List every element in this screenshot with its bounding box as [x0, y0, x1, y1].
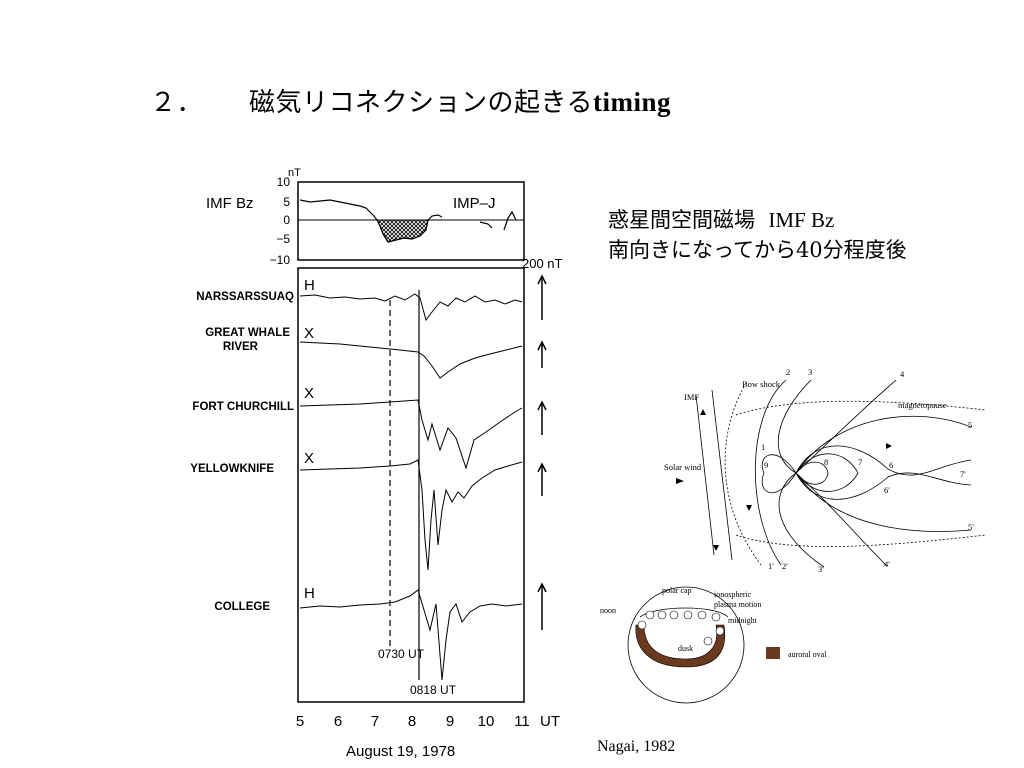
line-number: 6' [884, 485, 890, 495]
imf-note-en: IMF Bz [768, 208, 835, 232]
title-japanese: 磁気リコネクションの起きる [249, 88, 593, 118]
line-number: 1 [761, 442, 765, 452]
bow-shock-label: Bow shock [742, 379, 781, 389]
convection-cells [637, 610, 725, 646]
title-number: ２． [150, 88, 204, 118]
solar-wind-label: Solar wind [664, 462, 702, 472]
component-label: H [304, 277, 315, 294]
x-tick: 7 [371, 713, 379, 730]
field-lines [695, 379, 987, 568]
imf-unit-label: nT [288, 167, 301, 179]
magnetogram-figure: nT 10 5 0 −5 −10 IMF Bz IMP–J 200 nT NAR… [190, 167, 563, 760]
midnight-label: midnight [728, 616, 758, 625]
line-number: 5' [968, 522, 974, 532]
spacecraft-label: IMP–J [453, 195, 496, 212]
station-trace-narssarssuaq [299, 293, 523, 322]
line-number: 6 [889, 460, 893, 470]
x-tick: 8 [408, 713, 416, 730]
imf-tick: 5 [283, 195, 290, 209]
component-label: X [304, 385, 314, 402]
line-number: 4' [884, 559, 890, 569]
station-trace-yellowknife [299, 459, 523, 571]
x-tick: 6 [334, 713, 342, 730]
imf-note: 惑星間空間磁場 IMF Bz 南向きになってから40分程度後 [608, 205, 907, 265]
imf-label: IMF [684, 392, 699, 402]
x-tick: 10 [478, 713, 495, 730]
station-name: GREAT WHALE [205, 327, 290, 339]
scale-arrows [537, 274, 547, 630]
imf-note-jp: 惑星間空間磁場 [608, 208, 755, 232]
component-labels: H X X X H [304, 277, 315, 602]
station-name: NARSSARSSUAQ [196, 291, 294, 303]
station-trace-college [299, 589, 523, 681]
imf-y-ticks: 10 5 0 −5 −10 [270, 175, 291, 267]
marker-0730-label: 0730 UT [378, 647, 425, 661]
polar-cap-label: polar cap [662, 586, 692, 595]
line-number: 4 [900, 369, 905, 379]
ionosphere-labels: polar cap ionospheric plasma motion noon… [600, 586, 827, 659]
magnetopause-label: magnetopause [898, 400, 947, 410]
imf-tick: −10 [270, 253, 291, 267]
station-name: RIVER [223, 341, 259, 353]
station-name: YELLOWKNIFE [190, 463, 274, 475]
line-number: 9 [764, 460, 768, 470]
line-number: 3 [808, 367, 812, 377]
flow-arrows [676, 409, 892, 551]
line-number: 2' [782, 561, 788, 571]
imf-note-line-1: 惑星間空間磁場 IMF Bz [608, 205, 907, 235]
imf-tick: 10 [277, 175, 291, 189]
x-tick: 9 [446, 713, 454, 730]
imf-bz-trace-late [479, 210, 517, 231]
magnetosphere-diagram: IMF Bow shock magnetopause Solar wind 2 … [600, 367, 987, 704]
marker-0818-label: 0818 UT [410, 683, 457, 697]
station-labels: NARSSARSSUAQ GREAT WHALE RIVER FORT CHUR… [190, 291, 294, 613]
component-label: X [304, 325, 314, 342]
imf-bz-trace [299, 199, 443, 243]
station-name: FORT CHURCHILL [192, 401, 294, 413]
station-name: COLLEGE [214, 601, 270, 613]
imf-note-line-2: 南向きになってから40分程度後 [608, 238, 907, 262]
title-english: timing [593, 87, 672, 117]
slide-title: ２． 磁気リコネクションの起きるtiming [150, 82, 671, 119]
imf-bz-label: IMF Bz [206, 195, 254, 212]
line-number: 7' [960, 469, 966, 479]
imf-panel-frame [297, 181, 525, 261]
noon-label: noon [600, 606, 616, 615]
line-number: 1' [768, 561, 774, 571]
magnetosphere-labels: IMF Bow shock magnetopause Solar wind 2 … [664, 367, 974, 574]
station-trace-great-whale-river [299, 341, 523, 379]
citation: Nagai, 1982 [597, 738, 676, 755]
x-axis-ticks: 5 6 7 8 9 10 11 [296, 713, 530, 730]
date-label: August 19, 1978 [346, 743, 455, 760]
station-trace-fort-churchill [299, 399, 523, 470]
x-axis-unit: UT [540, 713, 560, 730]
imf-tick: 0 [283, 213, 290, 227]
imf-tick: −5 [276, 232, 290, 246]
plasma-motion-label: plasma motion [714, 600, 761, 609]
component-label: H [304, 585, 315, 602]
line-number: 7 [858, 457, 862, 467]
component-label: X [304, 450, 314, 467]
line-number: 3' [818, 564, 824, 574]
line-number: 5 [968, 420, 972, 430]
ionospheric-label: ionospheric [714, 590, 752, 599]
scale-bar-label: 200 nT [522, 256, 563, 271]
auroral-oval-legend-swatch [766, 647, 780, 659]
line-number: 8 [824, 457, 828, 467]
dusk-label: dusk [678, 644, 693, 653]
x-tick: 5 [296, 713, 304, 730]
auroral-oval [635, 624, 726, 668]
earth-circle [627, 586, 745, 704]
station-panel-frame [297, 267, 525, 703]
auroral-oval-legend-label: auroral oval [788, 650, 827, 659]
line-number: 2 [786, 367, 790, 377]
x-tick: 11 [514, 713, 530, 730]
